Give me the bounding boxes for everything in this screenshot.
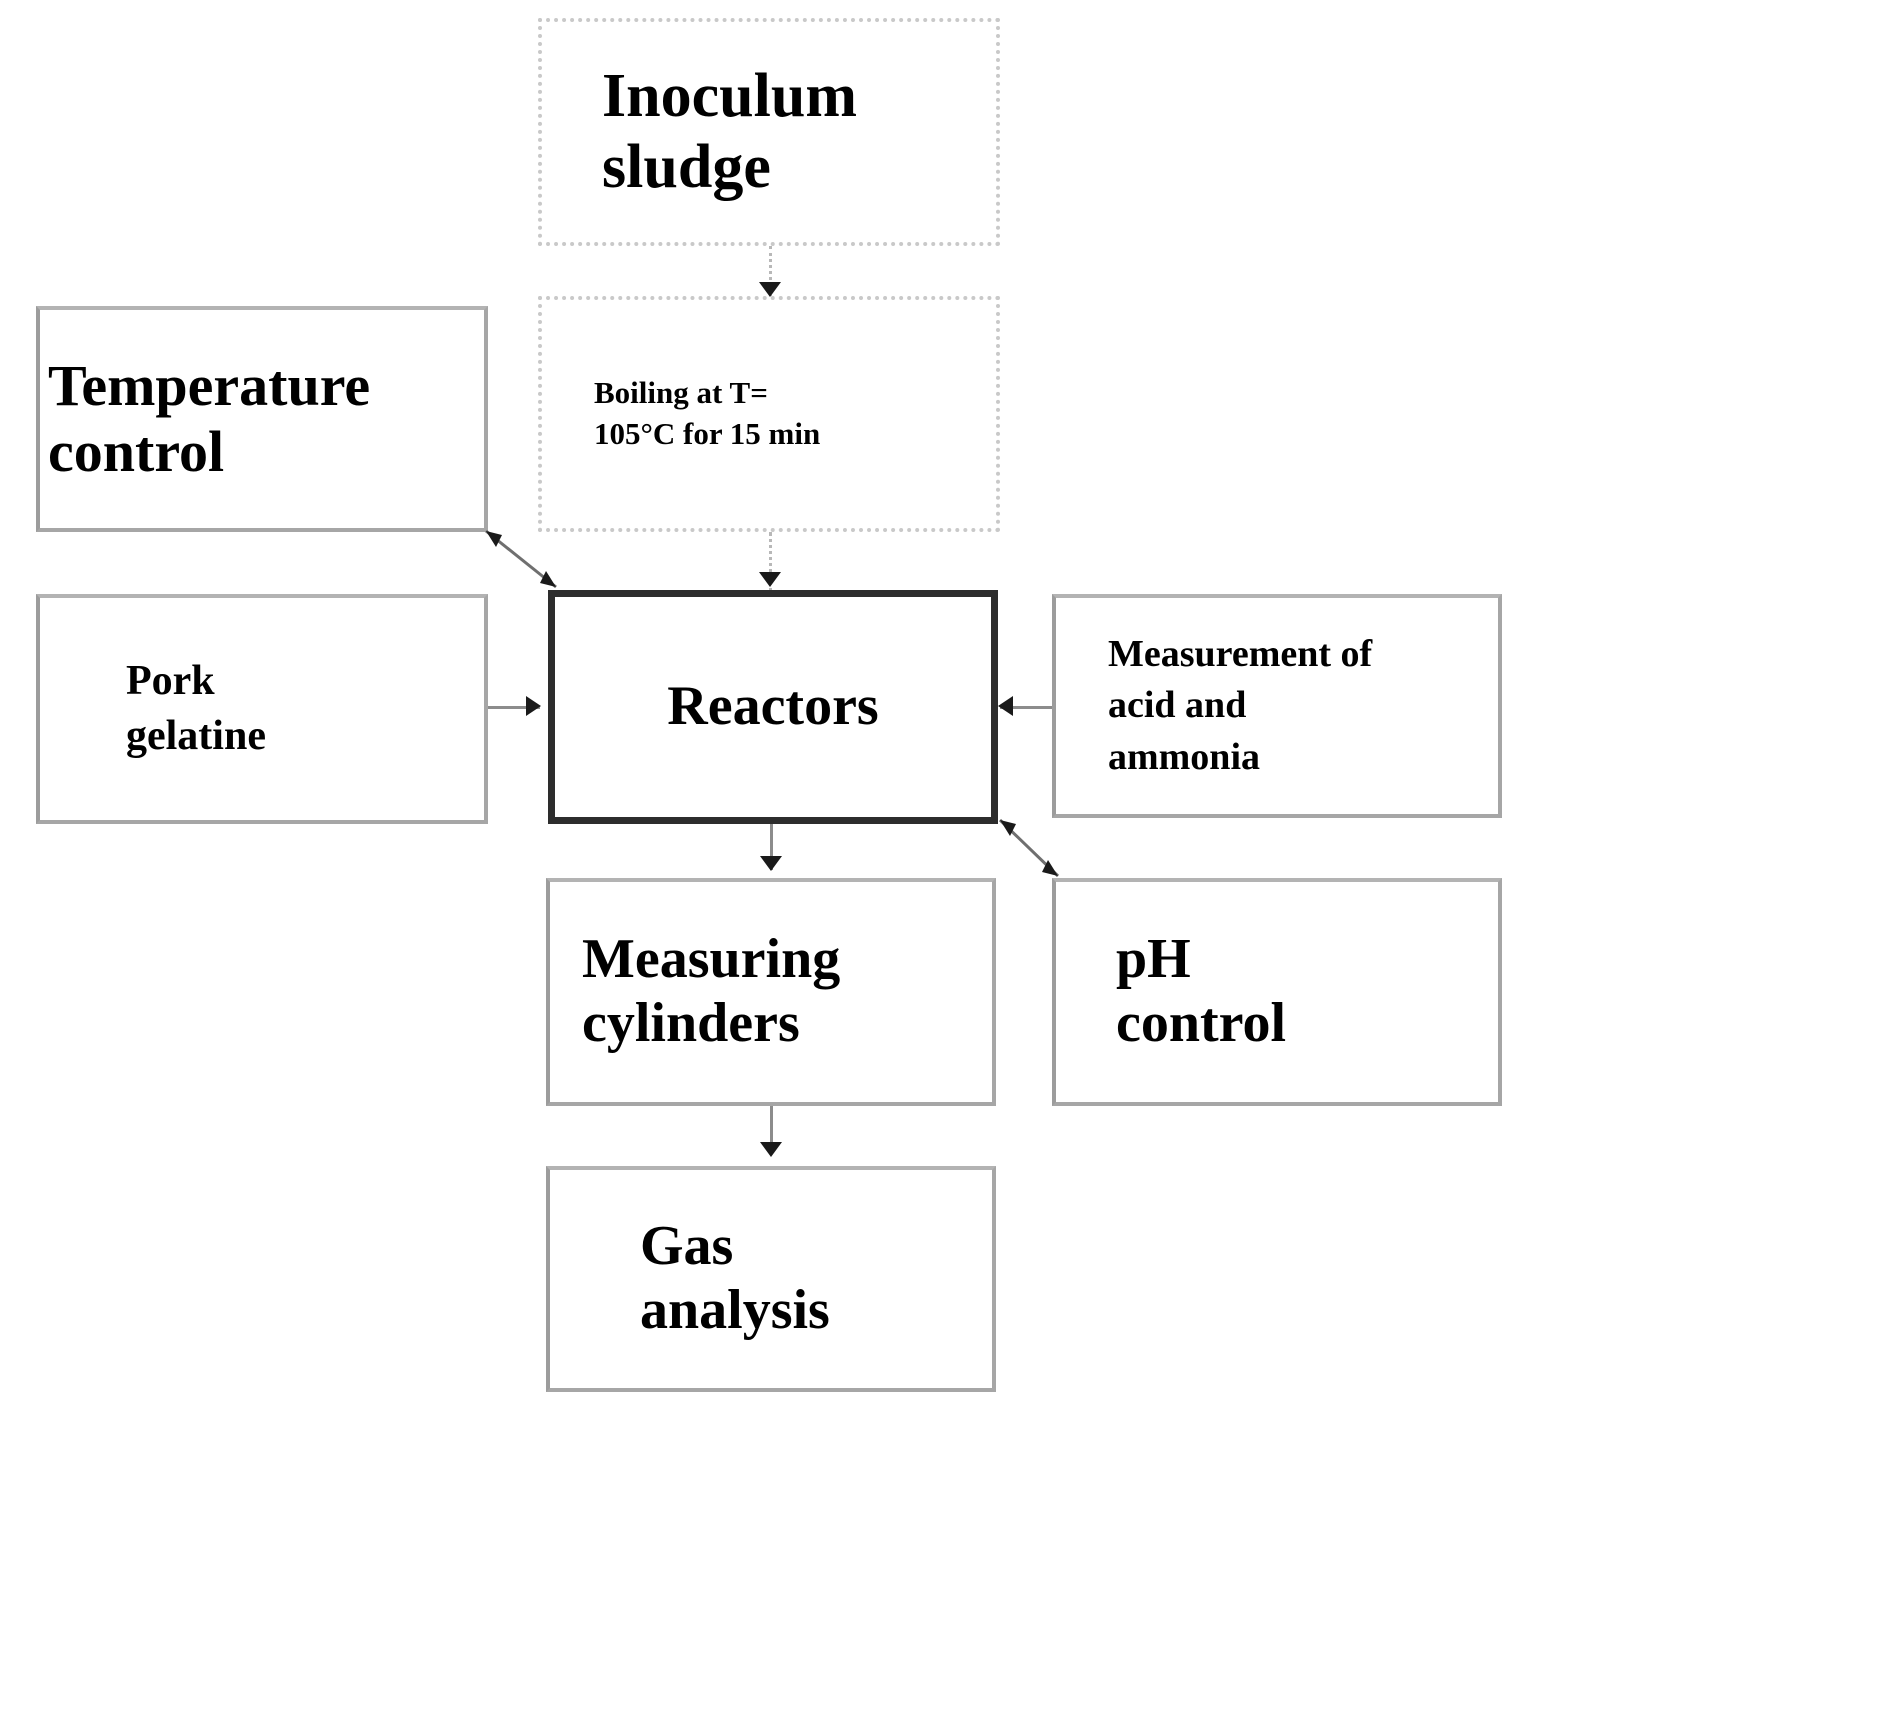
node-measurement-acid-ammonia[interactable]: Measurement of acid and ammonia	[1052, 594, 1502, 818]
node-measuring-cylinders-label: Measuring cylinders	[582, 928, 841, 1054]
edge-boiling-to-reactors	[769, 532, 772, 592]
edge-cylinders-to-gas	[770, 1102, 773, 1154]
arrowhead-inoculum-to-boiling	[759, 282, 781, 297]
edge-pork-to-reactors	[488, 706, 540, 709]
node-ph-control[interactable]: pH control	[1052, 878, 1502, 1106]
node-measurement-acid-ammonia-label: Measurement of acid and ammonia	[1108, 633, 1373, 778]
edge-reactors-to-cylinders	[770, 820, 773, 870]
node-inoculum-sludge-label: Inoculum sludge	[602, 62, 857, 201]
arrowhead-measurement-to-reactors	[998, 696, 1013, 716]
edge-measurement-to-reactors	[1000, 706, 1056, 709]
node-boiling-step-label: Boiling at T= 105°C for 15 min	[594, 375, 821, 451]
node-gas-analysis-label: Gas analysis	[640, 1215, 830, 1341]
arrowhead-reactors-to-cylinders	[760, 856, 782, 871]
node-inoculum-sludge[interactable]: Inoculum sludge	[538, 18, 1000, 246]
edge-reactors-to-ph	[998, 818, 1060, 878]
node-ph-control-label: pH control	[1116, 928, 1287, 1054]
edge-temperature-to-reactors	[485, 529, 557, 589]
node-reactors[interactable]: Reactors	[548, 590, 998, 824]
arrowhead-boiling-to-reactors	[759, 572, 781, 587]
node-pork-gelatine[interactable]: Pork gelatine	[36, 594, 488, 824]
node-reactors-label: Reactors	[667, 675, 879, 738]
node-temperature-control-label: Temperature control	[48, 352, 371, 484]
node-pork-gelatine-label: Pork gelatine	[126, 657, 266, 759]
node-boiling-step[interactable]: Boiling at T= 105°C for 15 min	[538, 296, 1000, 532]
arrowhead-cylinders-to-gas	[760, 1142, 782, 1157]
edge-inoculum-to-boiling	[769, 246, 772, 298]
node-gas-analysis[interactable]: Gas analysis	[546, 1166, 996, 1392]
node-measuring-cylinders[interactable]: Measuring cylinders	[546, 878, 996, 1106]
node-temperature-control[interactable]: Temperature control	[36, 306, 488, 532]
arrowhead-pork-to-reactors	[526, 696, 541, 716]
